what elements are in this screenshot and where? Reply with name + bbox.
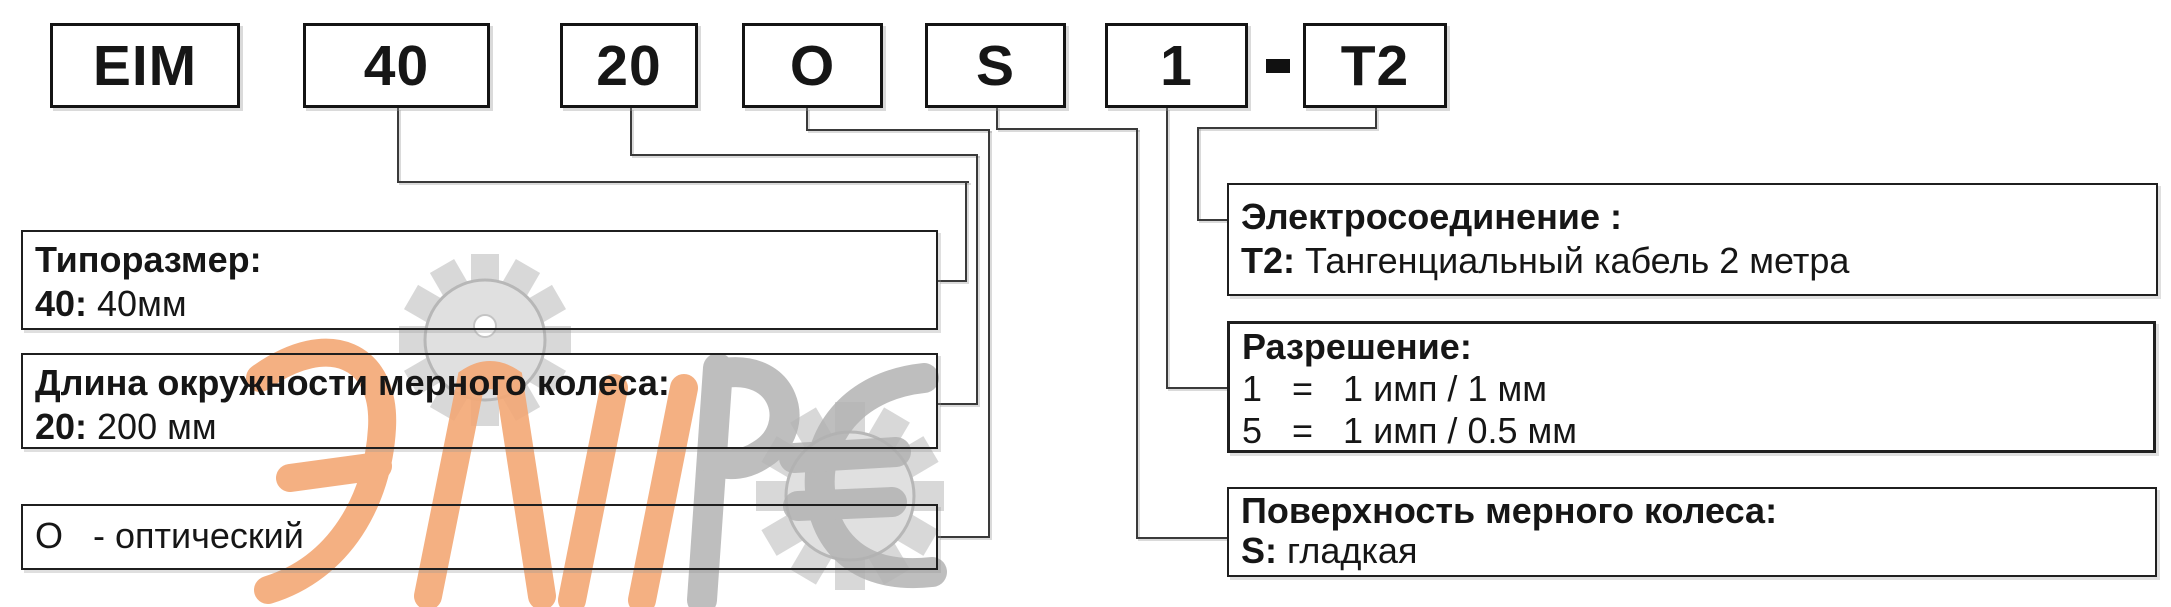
- code-label: EIM: [92, 33, 198, 98]
- code-box-20: 20: [560, 23, 698, 108]
- connector-40: [938, 280, 967, 282]
- desc-line: 20: 200 мм: [35, 406, 217, 447]
- desc-title: Электросоединение :: [1241, 196, 1622, 237]
- code-label: 1: [1160, 33, 1193, 98]
- connector-40: [397, 181, 969, 183]
- elre-logo-watermark: [246, 254, 947, 607]
- desc-title: Длина окружности мерного колеса:: [35, 362, 670, 403]
- connector-O: [988, 129, 990, 536]
- connector-1: [1166, 387, 1227, 389]
- desc-box-optical: О - оптический: [21, 504, 938, 570]
- desc-line: 5 = 1 имп / 0.5 мм: [1242, 410, 1577, 451]
- code-label: O: [789, 33, 836, 98]
- desc-line: 40: 40мм: [35, 283, 187, 324]
- connector-O: [806, 129, 990, 131]
- desc-box-electrical-connection: Электросоединение : Т2: Тангенциальный к…: [1227, 183, 2158, 296]
- desc-line: S: гладкая: [1241, 530, 1418, 571]
- connector-20: [976, 154, 978, 403]
- code-separator-dash: [1266, 59, 1290, 73]
- connector-40: [397, 108, 399, 181]
- desc-title: Поверхность мерного колеса:: [1241, 490, 1778, 531]
- connector-20: [630, 154, 978, 156]
- connector-20: [630, 108, 632, 154]
- desc-box-size: Типоразмер: 40: 40мм: [21, 230, 938, 330]
- code-label: 20: [596, 33, 662, 98]
- desc-line: О - оптический: [35, 515, 304, 556]
- code-label: 40: [363, 33, 430, 98]
- desc-box-resolution: Разрешение: 1 = 1 имп / 1 мм 5 = 1 имп /…: [1227, 321, 2156, 453]
- desc-box-wheel-surface: Поверхность мерного колеса: S: гладкая: [1227, 487, 2157, 577]
- desc-line: Т2: Тангенциальный кабель 2 метра: [1241, 240, 1850, 281]
- code-label: S: [975, 33, 1016, 98]
- desc-line: 1 = 1 имп / 1 мм: [1242, 368, 1547, 409]
- connector-T2: [1375, 108, 1377, 127]
- code-box-eim: EIM: [50, 23, 240, 108]
- connector-T2: [1197, 127, 1377, 129]
- code-box-s: S: [925, 23, 1066, 108]
- connector-S: [1136, 537, 1227, 539]
- connector-T2: [1197, 219, 1227, 221]
- code-box-40: 40: [303, 23, 490, 108]
- connector-T2: [1197, 127, 1199, 219]
- code-box-t2: T2: [1303, 23, 1447, 108]
- connector-40: [965, 181, 967, 280]
- code-box-1: 1: [1105, 23, 1248, 108]
- connector-O: [938, 536, 990, 538]
- connector-S: [1136, 128, 1138, 537]
- connector-1: [1166, 108, 1168, 387]
- connector-S: [996, 128, 1138, 130]
- code-label: T2: [1340, 33, 1410, 98]
- desc-title: Типоразмер:: [35, 239, 262, 280]
- connector-O: [806, 108, 808, 129]
- desc-title: Разрешение:: [1242, 326, 1472, 367]
- desc-box-wheel-circumference: Длина окружности мерного колеса: 20: 200…: [21, 353, 938, 449]
- connector-S: [996, 107, 998, 128]
- connector-20: [938, 403, 978, 405]
- code-box-o: O: [742, 23, 883, 108]
